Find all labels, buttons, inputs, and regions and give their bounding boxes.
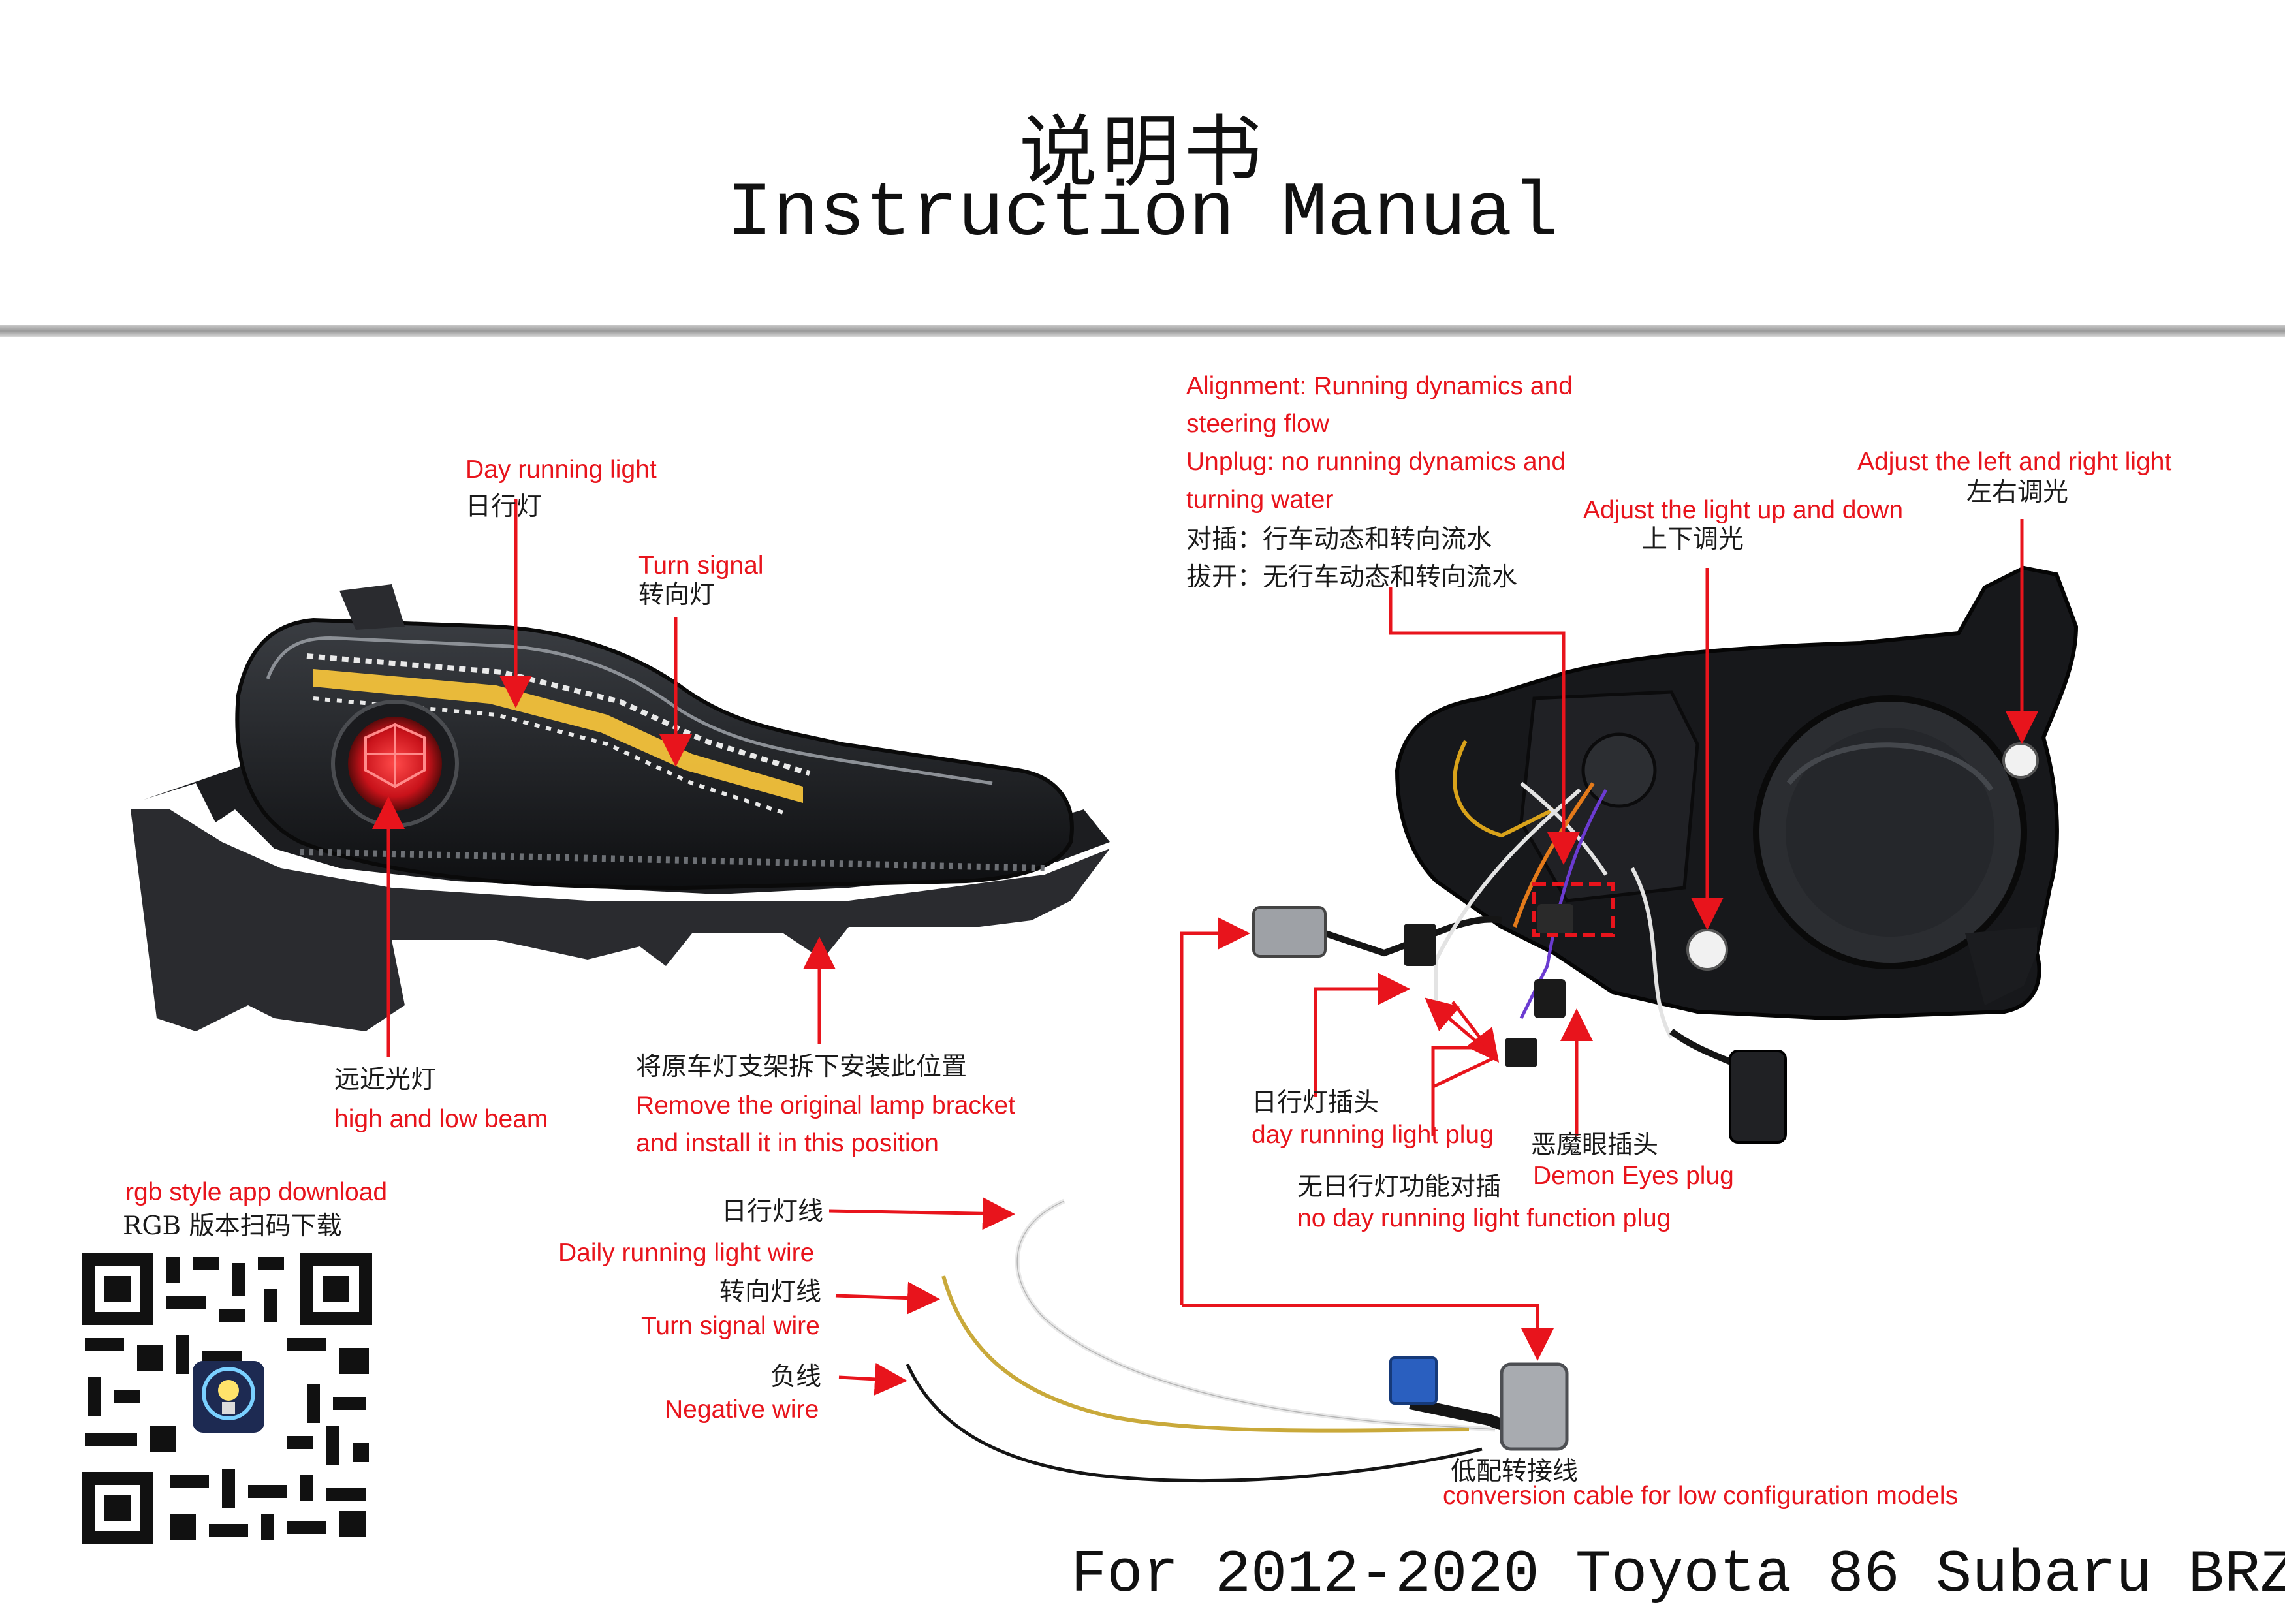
demon-eye-plug-body <box>1534 979 1566 1018</box>
bracket-label-cn: 将原车灯支架拆下安装此位置 <box>636 1052 968 1082</box>
lightbulb-app-icon <box>193 1361 264 1433</box>
bracket-label-en-1: Remove the original lamp bracket <box>636 1091 1015 1119</box>
alignment-label-1: Alignment: Running dynamics and <box>1186 372 1573 400</box>
headlight-front-view <box>131 584 1110 1031</box>
drl-wire-label-en: Daily running light wire <box>558 1239 815 1267</box>
grey-connector <box>1500 1362 1569 1451</box>
unplug-label-1: Unplug: no running dynamics and <box>1186 448 1566 476</box>
blue-connector <box>1389 1356 1438 1405</box>
rear-main-plug <box>1252 906 1327 958</box>
no-drl-plug-body <box>1505 1038 1537 1067</box>
vehicle-model-footer: For 2012-2020 Toyota 86 Subaru BRZ <box>1071 1540 2285 1609</box>
left-right-label-en: Adjust the left and right light <box>1857 448 2172 476</box>
alignment-plug-body <box>1537 904 1573 933</box>
header-divider <box>0 325 2285 337</box>
up-down-label-en: Adjust the light up and down <box>1583 496 1904 524</box>
bracket-label-en-2: and install it in this position <box>636 1129 939 1157</box>
drl-plug-label-cn: 日行灯插头 <box>1252 1088 1379 1117</box>
up-down-adjust-knob <box>1686 929 1728 971</box>
plug-label-cn-1: 对插：行车动态和转向流水 <box>1186 525 1492 554</box>
beam-label-en: high and low beam <box>334 1105 548 1133</box>
turn-wire-label-cn: 转向灯线 <box>719 1277 822 1307</box>
conversion-cable-label-cn: 低配转接线 <box>1451 1457 1579 1486</box>
turn-signal-label-en: Turn signal <box>638 552 764 580</box>
annotation-arrows <box>372 499 2038 1396</box>
turn-signal-label-cn: 转向灯 <box>638 580 716 610</box>
headlight-rear-view <box>1252 565 2079 1144</box>
no-drl-plug-label-cn: 无日行灯功能对插 <box>1297 1172 1502 1202</box>
conversion-cable-label-en: conversion cable for low configuration m… <box>1443 1482 1959 1510</box>
rear-wiring <box>1304 740 1752 1074</box>
no-drl-plug-label-en: no day running light function plug <box>1297 1204 1671 1232</box>
plug-label-cn-2: 拔开：无行车动态和转向流水 <box>1186 563 1518 592</box>
app-download-label-cn: RGB 版本扫码下载 <box>123 1211 342 1241</box>
demon-eye-label-cn: 恶魔眼插头 <box>1531 1131 1659 1160</box>
title-chinese: 说明书 <box>1019 107 1266 198</box>
alignment-plug-highlight <box>1532 882 1615 937</box>
drl-label-en: Day running light <box>465 456 657 484</box>
negative-wire-label-en: Negative wire <box>665 1396 819 1424</box>
conversion-cable <box>906 1198 1569 1483</box>
app-download-label-en: rgb style app download <box>125 1178 388 1206</box>
left-right-adjust-knob <box>2002 742 2039 779</box>
projector-demon-eye <box>331 700 459 828</box>
title-english: Instruction Manual <box>726 171 1559 258</box>
alignment-label-2: steering flow <box>1186 410 1329 438</box>
drl-wire-label-cn: 日行灯线 <box>721 1197 824 1226</box>
demon-eye-label-en: Demon Eyes plug <box>1533 1162 1734 1190</box>
drl-label-cn: 日行灯 <box>465 492 543 522</box>
left-right-label-cn: 左右调光 <box>1966 478 2069 507</box>
qr-code-icon[interactable] <box>78 1250 375 1547</box>
negative-wire-label-cn: 负线 <box>770 1362 822 1392</box>
up-down-label-cn: 上下调光 <box>1642 525 1744 554</box>
beam-label-cn: 远近光灯 <box>334 1065 437 1095</box>
rear-side-plug <box>1729 1050 1787 1144</box>
drl-led-strip <box>306 653 811 815</box>
drl-plug-label-en: day running light plug <box>1252 1121 1494 1149</box>
unplug-label-2: turning water <box>1186 486 1334 514</box>
drl-plug-body <box>1404 924 1436 966</box>
turn-wire-label-en: Turn signal wire <box>641 1312 820 1340</box>
